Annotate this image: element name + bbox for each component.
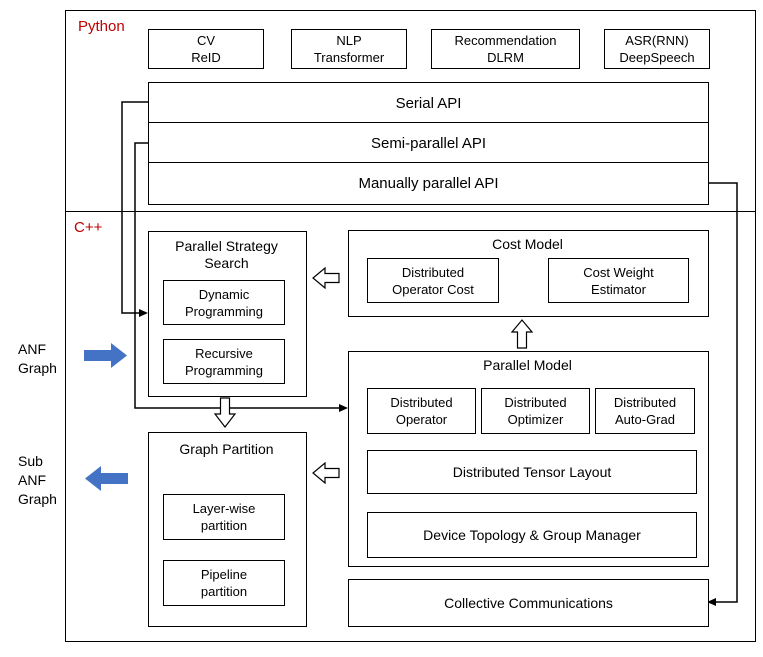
cpp-section-label: C++ xyxy=(74,219,103,236)
semi-parallel-api-bar: Semi-parallel API xyxy=(148,122,709,165)
anf-graph-label: ANF Graph xyxy=(18,341,57,376)
sub-anf-graph-output-arrow-icon xyxy=(85,466,128,491)
layer-wise-partition-box: Layer-wise partition xyxy=(163,494,285,540)
distributed-tensor-layout-box: Distributed Tensor Layout xyxy=(367,450,697,494)
app-box-asr-deepspeech: ASR(RNN) DeepSpeech xyxy=(604,29,710,69)
dynamic-programming-box: Dynamic Programming xyxy=(163,280,285,325)
app-box-cv-reid: CV ReID xyxy=(148,29,264,69)
parallel-model-title: Parallel Model xyxy=(483,357,572,373)
parallel-model-to-graph-partition-arrow-icon xyxy=(312,462,340,484)
recursive-programming-box: Recursive Programming xyxy=(163,339,285,384)
cost-model-to-strategy-search-arrow-icon xyxy=(312,267,340,289)
app-box-nlp-transformer: NLP Transformer xyxy=(291,29,407,69)
parallel-model-to-cost-model-arrow-icon xyxy=(511,319,533,349)
strategy-search-to-graph-partition-arrow-icon xyxy=(214,397,236,428)
parallel-strategy-search-title: Parallel Strategy Search xyxy=(175,238,278,271)
manually-parallel-api-bar: Manually parallel API xyxy=(148,162,709,205)
cost-model-title: Cost Model xyxy=(492,236,563,252)
cost-weight-estimator-box: Cost Weight Estimator xyxy=(548,258,689,303)
distributed-operator-box: Distributed Operator xyxy=(367,388,476,434)
serial-api-bar: Serial API xyxy=(148,82,709,125)
distributed-optimizer-box: Distributed Optimizer xyxy=(481,388,590,434)
graph-partition-title: Graph Partition xyxy=(179,441,274,457)
device-topology-group-manager-box: Device Topology & Group Manager xyxy=(367,512,697,558)
collective-communications-bar: Collective Communications xyxy=(348,579,709,627)
pipeline-partition-box: Pipeline partition xyxy=(163,560,285,606)
python-section-label: Python xyxy=(78,18,125,35)
distributed-auto-grad-box: Distributed Auto-Grad xyxy=(595,388,695,434)
app-box-recommendation-dlrm: Recommendation DLRM xyxy=(431,29,580,69)
anf-graph-input-arrow-icon xyxy=(84,343,127,368)
sub-anf-graph-label: Sub ANF Graph xyxy=(18,453,57,507)
distributed-operator-cost-box: Distributed Operator Cost xyxy=(367,258,499,303)
